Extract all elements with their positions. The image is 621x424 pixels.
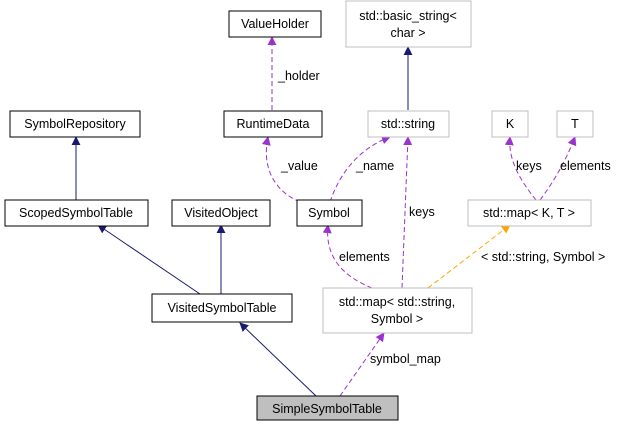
svg-text:Symbol: Symbol bbox=[308, 206, 350, 220]
node-t[interactable]: T bbox=[556, 110, 594, 138]
node-std-basic-string[interactable]: std::basic_string< char > bbox=[345, 0, 472, 48]
svg-text:VisitedObject: VisitedObject bbox=[184, 206, 258, 220]
svg-text:T: T bbox=[571, 117, 579, 131]
svg-text:K: K bbox=[506, 117, 515, 131]
label-holder: _holder bbox=[277, 69, 320, 83]
svg-text:ValueHolder: ValueHolder bbox=[241, 17, 309, 31]
label-elements-t: elements bbox=[560, 159, 611, 173]
label-keys-k: keys bbox=[516, 159, 542, 173]
node-symbol-repository[interactable]: SymbolRepository bbox=[9, 110, 141, 138]
svg-text:VisitedSymbolTable: VisitedSymbolTable bbox=[168, 301, 277, 315]
node-runtime-data[interactable]: RuntimeData bbox=[223, 110, 323, 138]
svg-text:SimpleSymbolTable: SimpleSymbolTable bbox=[272, 402, 382, 416]
svg-text:char >: char > bbox=[390, 26, 425, 40]
node-visited-symbol-table[interactable]: VisitedSymbolTable bbox=[151, 293, 293, 323]
node-scoped-symbol-table[interactable]: ScopedSymbolTable bbox=[4, 199, 149, 227]
label-template-args: < std::string, Symbol > bbox=[481, 250, 605, 264]
svg-text:Symbol >: Symbol > bbox=[371, 312, 423, 326]
svg-text:std::map< std::string,: std::map< std::string, bbox=[339, 295, 455, 309]
edge-simple-to-visited-table bbox=[239, 322, 317, 397]
svg-text:ScopedSymbolTable: ScopedSymbolTable bbox=[19, 206, 133, 220]
edge-name bbox=[329, 135, 391, 203]
edge-keys-k bbox=[504, 136, 537, 201]
node-simple-symbol-table[interactable]: SimpleSymbolTable bbox=[256, 395, 399, 421]
node-symbol[interactable]: Symbol bbox=[296, 199, 363, 227]
svg-text:SymbolRepository: SymbolRepository bbox=[24, 117, 126, 131]
node-k[interactable]: K bbox=[491, 110, 529, 138]
label-symbol-map: symbol_map bbox=[370, 352, 441, 366]
edge-symbol-map bbox=[339, 332, 385, 397]
edge-template-args bbox=[427, 224, 511, 289]
svg-text:std::basic_string<: std::basic_string< bbox=[359, 9, 457, 23]
label-value: _value bbox=[280, 159, 318, 173]
node-value-holder[interactable]: ValueHolder bbox=[228, 10, 322, 38]
node-std-map-string-symbol[interactable]: std::map< std::string, Symbol > bbox=[322, 287, 473, 334]
node-visited-object[interactable]: VisitedObject bbox=[171, 199, 271, 227]
svg-text:std::string: std::string bbox=[381, 117, 435, 131]
node-std-string[interactable]: std::string bbox=[367, 110, 450, 138]
edge-keys-string bbox=[401, 136, 413, 289]
edge-elements-symbol bbox=[322, 224, 373, 289]
label-name: _name bbox=[355, 159, 394, 173]
svg-text:std::map< K, T >: std::map< K, T > bbox=[483, 206, 575, 220]
node-std-map-kt[interactable]: std::map< K, T > bbox=[467, 199, 592, 227]
label-keys-string: keys bbox=[409, 205, 435, 219]
edge-value bbox=[261, 136, 301, 203]
label-elements-symbol: elements bbox=[339, 250, 390, 264]
edge-visited-table-to-scoped bbox=[97, 224, 201, 295]
edge-elements-t bbox=[539, 136, 577, 201]
svg-text:RuntimeData: RuntimeData bbox=[237, 117, 310, 131]
